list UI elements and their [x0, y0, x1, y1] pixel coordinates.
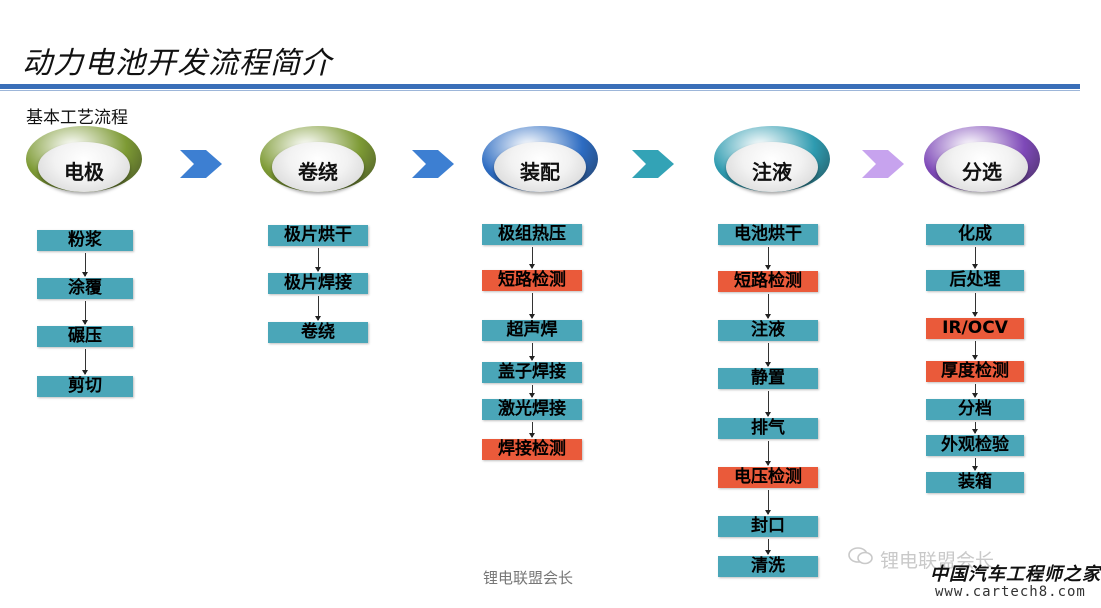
stage-1: 电极: [24, 126, 144, 200]
chevron-arrow-icon: [412, 150, 454, 178]
chevron-arrow-icon: [862, 150, 904, 178]
process-step: 排气: [718, 418, 818, 439]
flow-connector: [529, 343, 535, 361]
flow-connector: [972, 247, 978, 269]
process-step: 卷绕: [268, 322, 368, 343]
flow-connector: [765, 294, 771, 319]
stage-label: 分选: [962, 160, 1002, 184]
process-step: 装箱: [926, 472, 1024, 493]
flow-connector: [529, 247, 535, 269]
stage-disc: [272, 142, 364, 192]
section-subtitle: 基本工艺流程: [26, 108, 128, 128]
flow-connector: [82, 253, 88, 277]
stage-label: 卷绕: [298, 160, 338, 184]
process-step-inspection: IR/OCV: [926, 318, 1024, 339]
flow-connector: [972, 293, 978, 317]
stage-disc: [726, 142, 818, 192]
flow-connector: [972, 384, 978, 398]
process-step: 化成: [926, 224, 1024, 245]
process-step: 极片焊接: [268, 273, 368, 294]
chevron-arrow-icon: [180, 150, 222, 178]
flow-connector: [972, 458, 978, 471]
flow-connector: [765, 391, 771, 417]
process-step: 静置: [718, 368, 818, 389]
process-step: 极片烘干: [268, 225, 368, 246]
title-divider-thin: [0, 90, 1080, 91]
flow-connector: [765, 539, 771, 555]
wechat-icon: [848, 547, 873, 565]
stage-label: 注液: [752, 160, 792, 184]
flow-connector: [82, 349, 88, 375]
stage-2: 卷绕: [258, 126, 378, 200]
stage-5: 分选: [922, 126, 1042, 200]
process-step: 外观检验: [926, 435, 1024, 456]
stage-3: 装配: [480, 126, 600, 200]
flow-connector: [765, 343, 771, 367]
process-step: 碾压: [37, 326, 133, 347]
process-step: 清洗: [718, 556, 818, 577]
flow-connector: [765, 490, 771, 515]
stage-disc: [936, 142, 1028, 192]
page-title: 动力电池开发流程简介: [22, 46, 332, 81]
process-step: 激光焊接: [482, 399, 582, 420]
process-step-inspection: 焊接检测: [482, 439, 582, 460]
flow-connector: [529, 422, 535, 438]
process-step-inspection: 厚度检测: [926, 361, 1024, 382]
stage-label: 装配: [520, 160, 560, 184]
stage-label: 电极: [64, 160, 104, 184]
process-step: 极组热压: [482, 224, 582, 245]
process-step: 后处理: [926, 270, 1024, 291]
flow-connector: [972, 341, 978, 360]
flow-connector: [972, 422, 978, 434]
process-step: 涂覆: [37, 278, 133, 299]
process-step: 剪切: [37, 376, 133, 397]
stage-disc: [494, 142, 586, 192]
process-step: 封口: [718, 516, 818, 537]
footer-text: 锂电联盟会长: [483, 569, 574, 587]
flow-connector: [765, 441, 771, 466]
flow-connector: [315, 248, 321, 272]
flow-connector: [82, 301, 88, 325]
flow-connector: [529, 293, 535, 319]
flow-connector: [529, 385, 535, 398]
title-divider: [0, 84, 1080, 89]
process-step-inspection: 短路检测: [718, 271, 818, 292]
stage-4: 注液: [712, 126, 832, 200]
process-step: 注液: [718, 320, 818, 341]
process-step-inspection: 短路检测: [482, 270, 582, 291]
flow-connector: [765, 247, 771, 270]
process-step: 电池烘干: [718, 224, 818, 245]
chevron-arrow-icon: [632, 150, 674, 178]
process-step: 粉浆: [37, 230, 133, 251]
process-step: 盖子焊接: [482, 362, 582, 383]
wechat-watermark: 锂电联盟会长: [880, 550, 995, 572]
site-watermark-name: 中国汽车工程师之家: [930, 564, 1101, 585]
process-step-inspection: 电压检测: [718, 467, 818, 488]
site-watermark-url: www.cartech8.com: [935, 584, 1086, 600]
flow-connector: [315, 296, 321, 321]
process-step: 超声焊: [482, 320, 582, 341]
stage-disc: [38, 142, 130, 192]
process-step: 分档: [926, 399, 1024, 420]
